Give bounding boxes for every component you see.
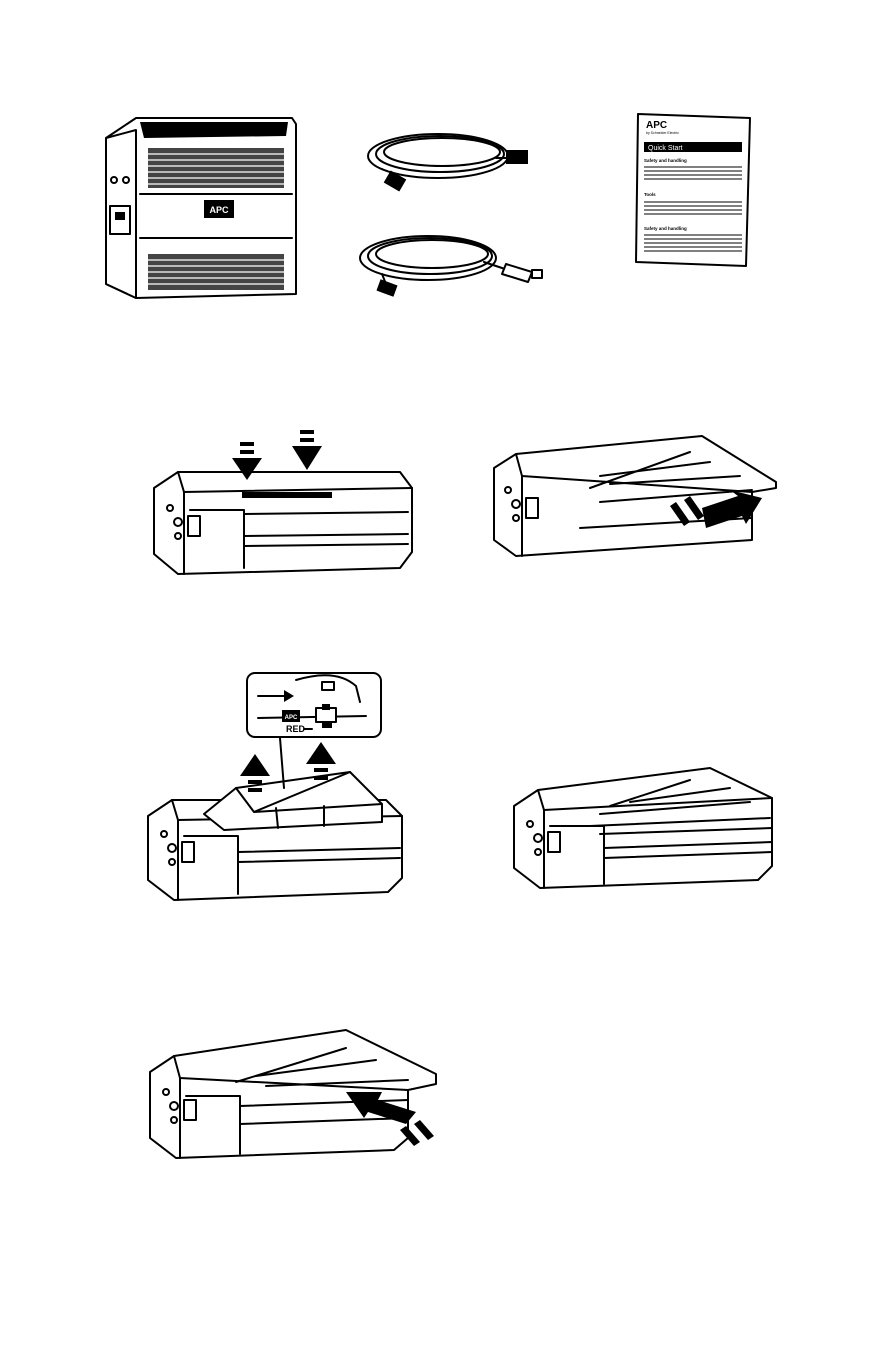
user-manual-illustration: APC by Schneider Electric Quick Start Sa…	[636, 112, 752, 268]
manual-section-2: Tools	[644, 192, 656, 197]
manual-section-1: Safety and handling	[644, 158, 687, 163]
ups-logo: APC	[209, 205, 229, 215]
step-press-cover-illustration	[150, 428, 420, 578]
inset-logo: APC	[285, 715, 298, 721]
step-slide-cover-illustration	[490, 432, 780, 560]
vent-grille-upper	[148, 148, 284, 188]
coaxial-cable	[368, 134, 528, 192]
manual-logo: APC	[646, 120, 667, 131]
usb-cable	[360, 236, 542, 297]
manual-tagline: by Schneider Electric	[646, 131, 679, 135]
step-empty-compartment-illustration	[510, 766, 780, 890]
connector-inset-illustration: APC RED	[246, 672, 382, 738]
manual-banner: Quick Start	[648, 145, 683, 152]
press-down-arrow-right	[292, 430, 322, 470]
cables-illustration	[356, 118, 556, 298]
step-lift-battery-illustration	[144, 738, 410, 906]
wire-color-label: RED	[286, 724, 306, 734]
manual-section-3: Safety and handling	[644, 226, 687, 231]
vent-grille-lower	[148, 254, 284, 290]
step-replace-cover-illustration	[146, 1026, 442, 1160]
ups-unit-illustration: APC	[96, 108, 300, 304]
